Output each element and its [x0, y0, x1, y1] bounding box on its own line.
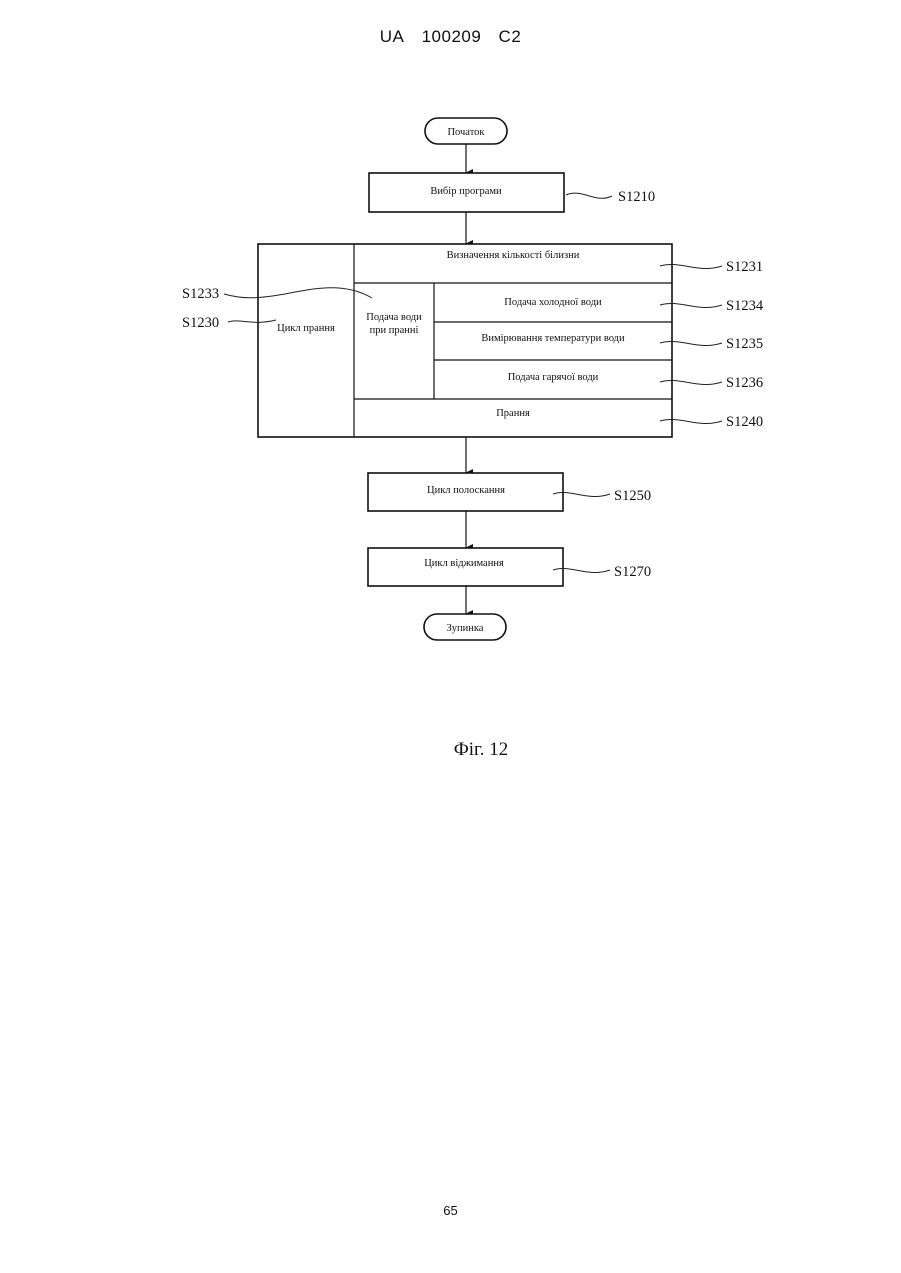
temperature-label: Вимірювання температури води	[481, 333, 625, 344]
ref-s1270: S1270	[614, 564, 651, 580]
rinse-cycle-box: Цикл полоскання	[368, 473, 563, 511]
water-supply-label-line1: Подача води	[366, 312, 422, 323]
program-select-box: Вибір програми	[369, 173, 564, 212]
stop-terminal: Зупинка	[424, 614, 506, 640]
leader-s1210	[566, 193, 612, 198]
ref-s1234: S1234	[726, 298, 764, 314]
ref-s1236: S1236	[726, 375, 763, 391]
spin-cycle-box: Цикл віджимання	[368, 548, 563, 586]
ref-s1235: S1235	[726, 336, 763, 352]
wash-cycle-label: Цикл прання	[277, 323, 335, 334]
ref-s1250: S1250	[614, 488, 651, 504]
start-label: Початок	[447, 127, 485, 138]
stop-label: Зупинка	[447, 623, 484, 634]
hot-water-label: Подача гарячої води	[508, 372, 599, 383]
rinse-cycle-label: Цикл полоскання	[427, 485, 505, 496]
ref-s1210: S1210	[618, 189, 655, 205]
water-supply-label-line2: при пранні	[370, 325, 419, 336]
ref-s1240: S1240	[726, 414, 763, 430]
figure-caption: Фіг. 12	[454, 739, 508, 760]
cold-water-label: Подача холодної води	[504, 297, 602, 308]
program-select-label: Вибір програми	[430, 186, 502, 197]
laundry-amount-label: Визначення кількості білизни	[447, 250, 580, 261]
start-terminal: Початок	[425, 118, 507, 144]
spin-cycle-label: Цикл віджимання	[424, 558, 504, 569]
page-number: 65	[0, 1203, 901, 1218]
ref-s1233: S1233	[182, 286, 219, 302]
ref-s1230: S1230	[182, 315, 219, 331]
ref-s1231: S1231	[726, 259, 763, 275]
washing-label: Прання	[496, 408, 530, 419]
